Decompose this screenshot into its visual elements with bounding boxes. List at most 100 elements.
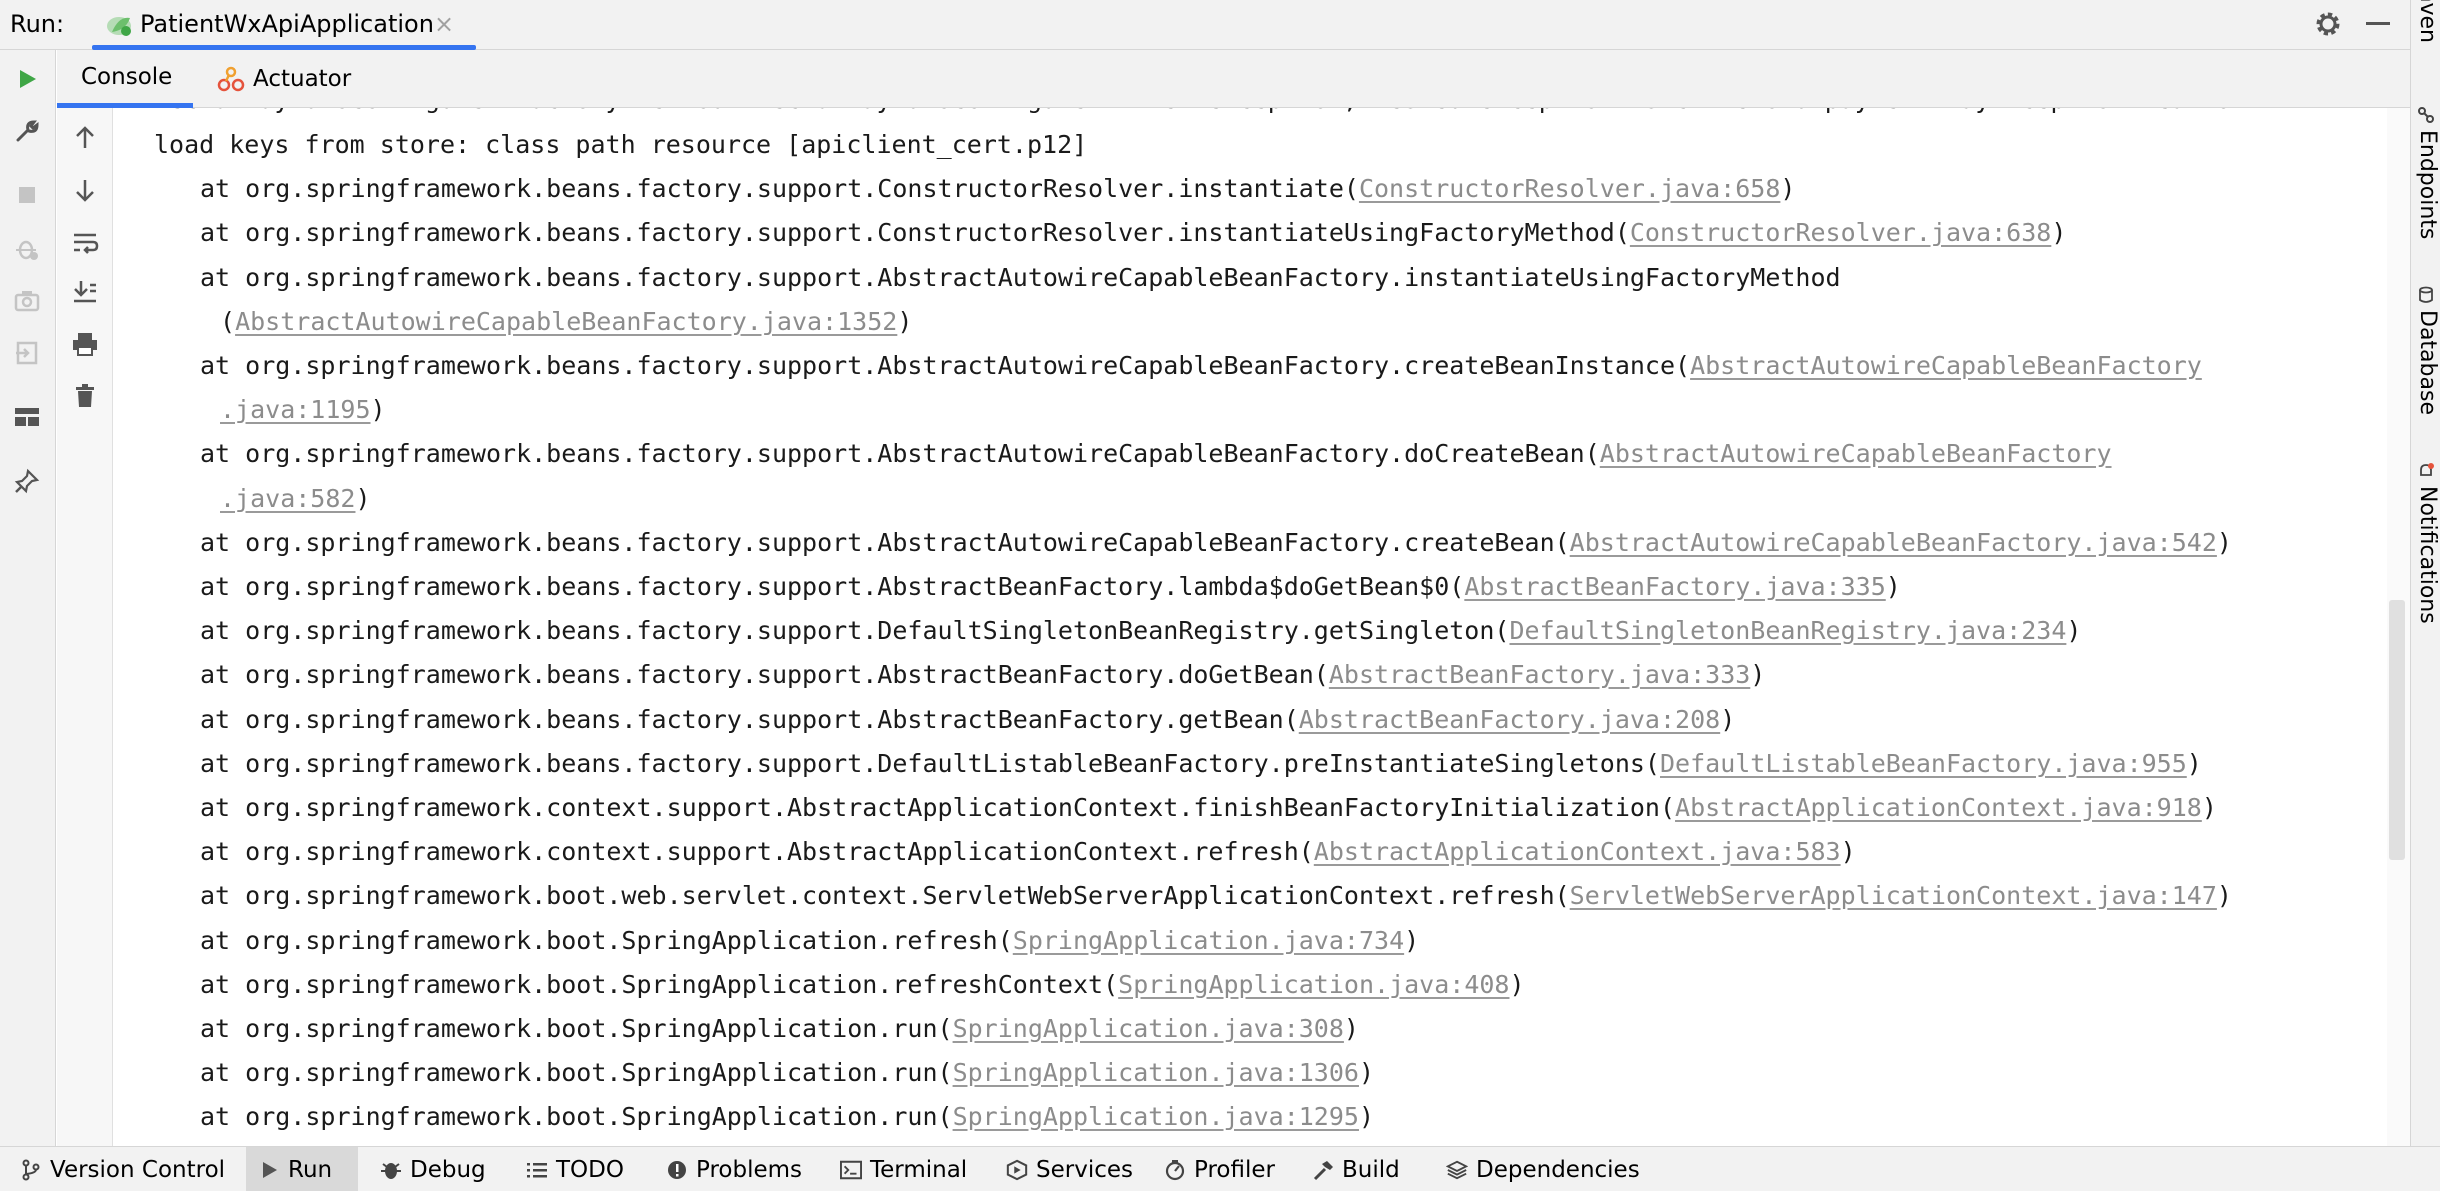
database-tab[interactable]: Database [2415, 310, 2440, 415]
bottom-tab-profiler[interactable]: Profiler [1164, 1147, 1275, 1191]
console-line-suffix: ) [370, 395, 386, 424]
bottom-tab-services[interactable]: Services [1006, 1147, 1133, 1191]
console-line-suffix: ) [2201, 793, 2217, 822]
source-link[interactable]: AbstractAutowireCapableBeanFactory [1690, 351, 2202, 380]
debug-disabled-button[interactable] [12, 234, 42, 264]
source-link[interactable]: AbstractApplicationContext.java:918 [1675, 793, 2202, 822]
bottom-tab-dependencies[interactable]: Dependencies [1446, 1147, 1640, 1191]
gear-icon[interactable] [2312, 8, 2344, 40]
console-line-text: at org.springframework.context.support.A… [200, 793, 1676, 822]
source-link[interactable]: AbstractAutowireCapableBeanFactory [1599, 439, 2112, 468]
scrollbar-thumb[interactable] [2389, 600, 2405, 860]
bottom-tab-build[interactable]: Build [1312, 1147, 1400, 1191]
bottom-tab-problems[interactable]: Problems [666, 1147, 802, 1191]
source-link[interactable]: ConstructorResolver.java:658 [1358, 174, 1781, 203]
source-link[interactable]: ServletWebServerApplicationContext.java:… [1569, 881, 2217, 910]
maven-tab[interactable]: Maven [2415, 0, 2440, 43]
bottom-tab-terminal[interactable]: Terminal [840, 1147, 967, 1191]
source-link[interactable]: SpringApplication.java:408 [1118, 970, 1510, 999]
database-icon [2419, 286, 2433, 303]
bottom-tab-label: Build [1342, 1156, 1400, 1183]
bottom-tab-version-control[interactable]: Version Control [20, 1147, 225, 1191]
scroll-to-end-button[interactable] [69, 276, 101, 308]
close-icon[interactable]: × [434, 10, 455, 38]
terminal-icon [840, 1160, 862, 1179]
play-icon [263, 1161, 277, 1178]
bottom-tab-label: Version Control [50, 1156, 226, 1183]
minimize-icon[interactable] [2366, 22, 2390, 25]
console-line-text: at org.springframework.beans.factory.sup… [200, 749, 1660, 778]
console-line: at org.springframework.beans.factory.sup… [200, 344, 2202, 388]
source-link[interactable]: .java:1195 [220, 395, 371, 424]
dump-threads-button[interactable] [12, 286, 42, 316]
source-link[interactable]: SpringApplication.java:1295 [952, 1102, 1359, 1131]
console-line: (AbstractAutowireCapableBeanFactory.java… [220, 300, 912, 344]
bottom-tab-label: Dependencies [1476, 1156, 1640, 1183]
list-icon [527, 1162, 547, 1177]
console-line-suffix: ) [355, 484, 371, 513]
edit-configuration-button[interactable] [12, 116, 42, 146]
console-line: .java:1195) [220, 388, 386, 432]
source-link[interactable]: AbstractApplicationContext.java:583 [1313, 837, 1841, 866]
bottom-tab-todo[interactable]: TODO [526, 1147, 624, 1191]
source-link[interactable]: .java:582 [220, 484, 356, 513]
console-line: at org.springframework.boot.SpringApplic… [200, 1095, 1374, 1139]
console-line-text: at org.springframework.boot.web.servlet.… [200, 881, 1570, 910]
spring-boot-run-icon [107, 17, 131, 36]
bottom-tab-label: Run [288, 1156, 333, 1183]
arrow-up-icon [76, 126, 94, 148]
tab-actuator[interactable]: Actuator [217, 64, 351, 94]
endpoints-tab[interactable]: Endpoints [2415, 130, 2440, 240]
console-line-cutoff: WechatPayAutoConfigure: Factory method '… [154, 108, 2246, 122]
tab-actuator-label: Actuator [253, 66, 352, 92]
scroll-down-button[interactable] [69, 174, 101, 206]
source-link[interactable]: AbstractAutowireCapableBeanFactory.java:… [235, 307, 898, 336]
console-line: at org.springframework.beans.factory.sup… [200, 698, 1735, 742]
source-link[interactable]: ConstructorResolver.java:638 [1629, 218, 2052, 247]
bottom-tab-label: Terminal [870, 1156, 968, 1183]
console-line: at org.springframework.beans.factory.sup… [200, 256, 1841, 300]
bottom-tab-run[interactable]: Run [246, 1147, 358, 1191]
source-link[interactable]: AbstractBeanFactory.java:335 [1464, 572, 1886, 601]
layers-icon [1446, 1160, 1468, 1179]
arrow-down-icon [76, 180, 94, 202]
active-tab-indicator [57, 103, 193, 108]
scroll-up-button[interactable] [69, 122, 101, 154]
tab-console[interactable]: Console [81, 64, 173, 90]
source-link[interactable]: AbstractAutowireCapableBeanFactory.java:… [1569, 528, 2217, 557]
console-line-suffix: ) [1358, 1058, 1375, 1087]
run-config-tab[interactable]: PatientWxApiApplication × [100, 0, 476, 50]
services-icon [1006, 1159, 1028, 1180]
console-line-text: at org.springframework.boot.SpringApplic… [200, 970, 1119, 999]
source-link[interactable]: SpringApplication.java:308 [952, 1014, 1344, 1043]
camera-icon [14, 291, 40, 312]
source-link[interactable]: DefaultListableBeanFactory.java:955 [1659, 749, 2187, 778]
layout-button[interactable] [12, 402, 42, 432]
soft-wrap-button[interactable] [69, 226, 101, 258]
console-line: at org.springframework.beans.factory.sup… [200, 609, 2081, 653]
source-link[interactable]: SpringApplication.java:734 [1012, 926, 1405, 955]
console-line-text: ( [220, 307, 236, 336]
source-link[interactable]: SpringApplication.java:1306 [952, 1058, 1359, 1087]
console-line-suffix: ) [2216, 528, 2232, 557]
pin-tab-button[interactable] [12, 466, 42, 496]
rerun-button[interactable] [12, 64, 42, 94]
clear-all-button[interactable] [69, 380, 101, 412]
source-link[interactable]: DefaultSingletonBeanRegistry.java:234 [1509, 616, 2067, 645]
exit-button[interactable] [12, 338, 42, 368]
console-line-text: at org.springframework.beans.factory.sup… [200, 439, 1600, 468]
bottom-tab-debug[interactable]: Debug [380, 1147, 486, 1191]
console-output[interactable]: WechatPayAutoConfigure: Factory method '… [114, 108, 2387, 1146]
console-line-text: at org.springframework.beans.factory.sup… [200, 616, 1510, 645]
console-line-suffix: ) [2216, 881, 2232, 910]
console-line-text: at org.springframework.beans.factory.sup… [200, 572, 1465, 601]
source-link[interactable]: AbstractBeanFactory.java:208 [1298, 705, 1721, 734]
notifications-tab[interactable]: Notifications [2415, 486, 2440, 624]
stop-button[interactable] [12, 180, 42, 210]
console-line-text: at org.springframework.beans.factory.sup… [200, 660, 1329, 689]
print-button[interactable] [69, 328, 101, 360]
bug-icon [381, 1162, 401, 1179]
bottom-tab-label: TODO [556, 1156, 624, 1183]
source-link[interactable]: AbstractBeanFactory.java:333 [1328, 660, 1751, 689]
console-line-text: at org.springframework.beans.factory.sup… [200, 174, 1359, 203]
